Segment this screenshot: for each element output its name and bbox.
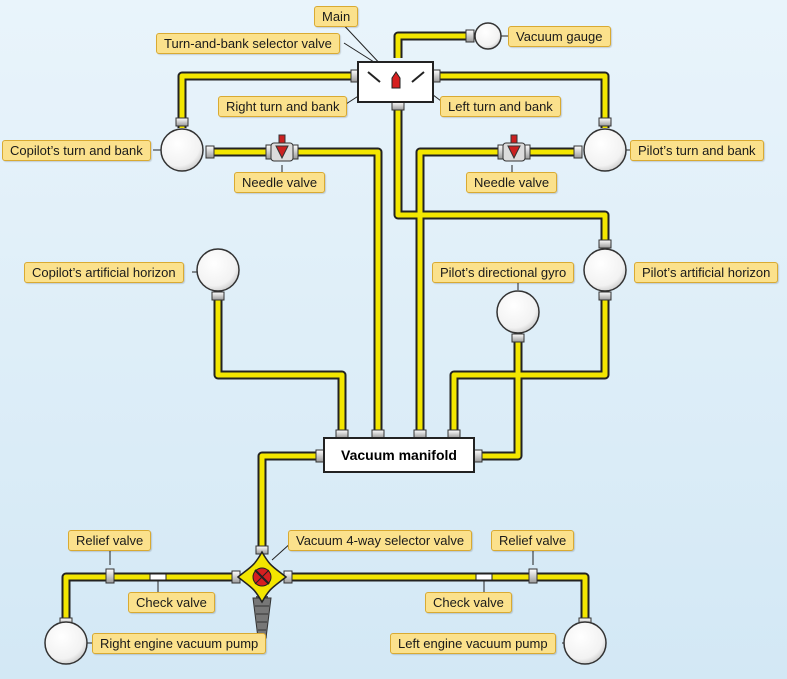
label-vacuum-4-way-selector-valve: Vacuum 4-way selector valve [288,530,473,551]
label-needle-valve-right: Needle valve [466,172,558,193]
pilot-directional-gyro-instrument [496,290,540,334]
vacuum-manifold-box [323,437,475,473]
label-check-valve-left: Check valve [128,592,215,613]
vacuum-4-way-selector-valve [236,550,288,639]
turn-and-bank-selector-valve [357,61,434,103]
left-engine-vacuum-pump [563,621,607,665]
check-valve-left-marker [149,573,167,581]
label-pilot-artificial-horizon: Pilot’s artificial horizon [634,262,779,283]
label-main: Main [314,6,359,27]
needle-valve-left [265,134,299,162]
label-relief-valve-right: Relief valve [491,530,575,551]
label-relief-valve-left: Relief valve [68,530,152,551]
needle-valve-right [497,134,531,162]
right-engine-vacuum-pump [44,621,88,665]
label-turn-and-bank-selector-valve: Turn-and-bank selector valve [156,33,340,54]
label-right-turn-and-bank: Right turn and bank [218,96,348,117]
check-valve-right-marker [475,573,493,581]
label-copilot-turn-and-bank: Copilot’s turn and bank [2,140,151,161]
label-pilot-directional-gyro: Pilot’s directional gyro [432,262,575,283]
label-needle-valve-left: Needle valve [234,172,326,193]
vacuum-gauge [474,22,502,50]
label-pilot-turn-and-bank: Pilot’s turn and bank [630,140,764,161]
label-vacuum-manifold: Vacuum manifold [341,447,457,463]
pilot-turn-and-bank-instrument [583,128,627,172]
label-left-turn-and-bank: Left turn and bank [440,96,561,117]
copilot-artificial-horizon-instrument [196,248,240,292]
label-copilot-artificial-horizon: Copilot’s artificial horizon [24,262,184,283]
pipe-network [61,31,610,620]
label-left-engine-vacuum-pump: Left engine vacuum pump [390,633,556,654]
copilot-turn-and-bank-instrument [160,128,204,172]
pilot-artificial-horizon-instrument [583,248,627,292]
label-check-valve-right: Check valve [425,592,512,613]
label-right-engine-vacuum-pump: Right engine vacuum pump [92,633,267,654]
label-vacuum-gauge: Vacuum gauge [508,26,611,47]
